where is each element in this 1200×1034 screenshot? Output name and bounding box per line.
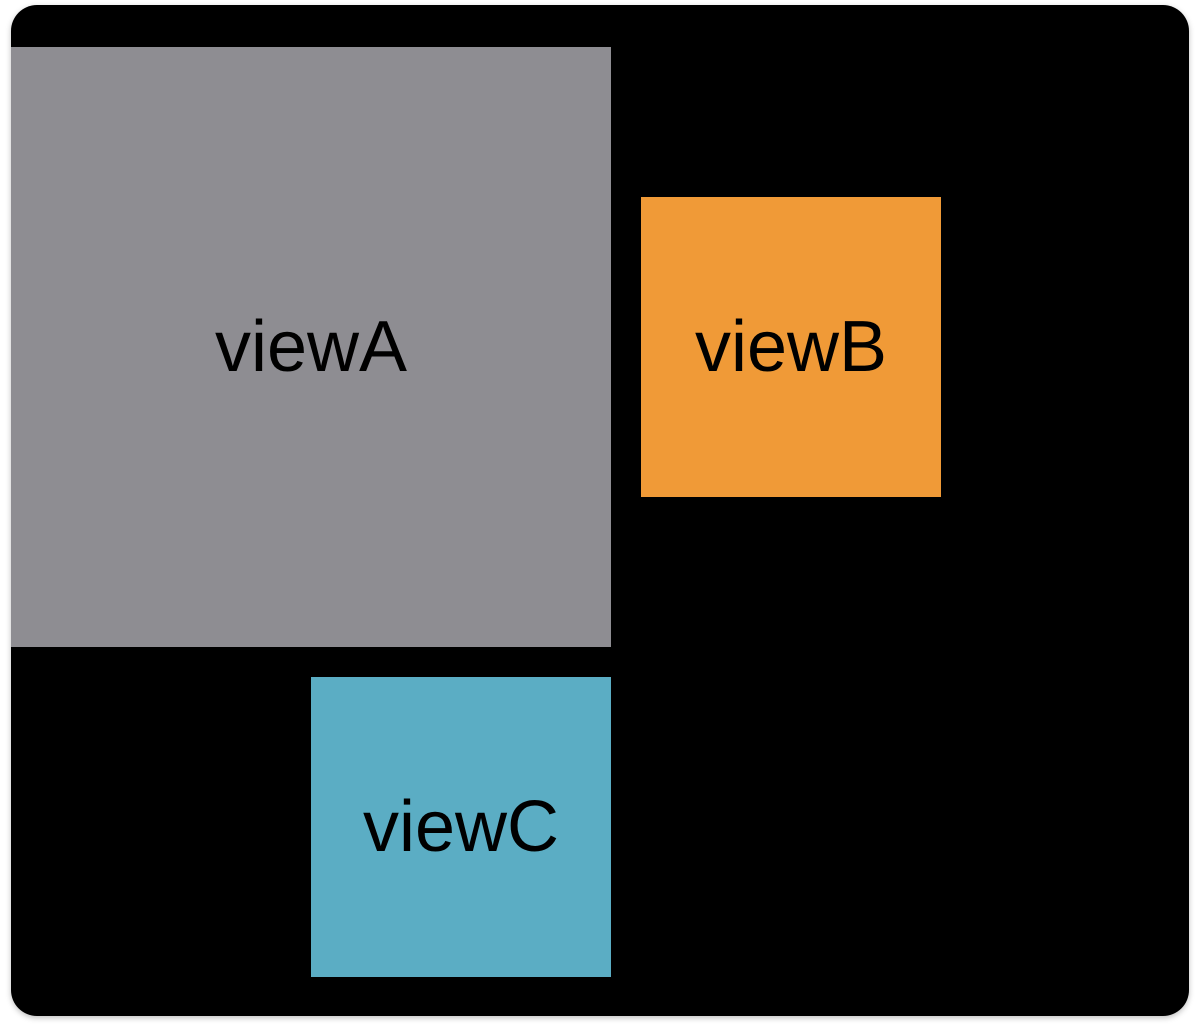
view-b: viewB xyxy=(641,197,941,497)
view-a: viewA xyxy=(11,47,611,647)
view-b-label: viewB xyxy=(694,307,888,387)
view-c-label: viewC xyxy=(362,787,560,867)
device-screen: viewA viewB viewC xyxy=(11,5,1189,1016)
view-c: viewC xyxy=(311,677,611,977)
view-a-label: viewA xyxy=(214,307,408,387)
